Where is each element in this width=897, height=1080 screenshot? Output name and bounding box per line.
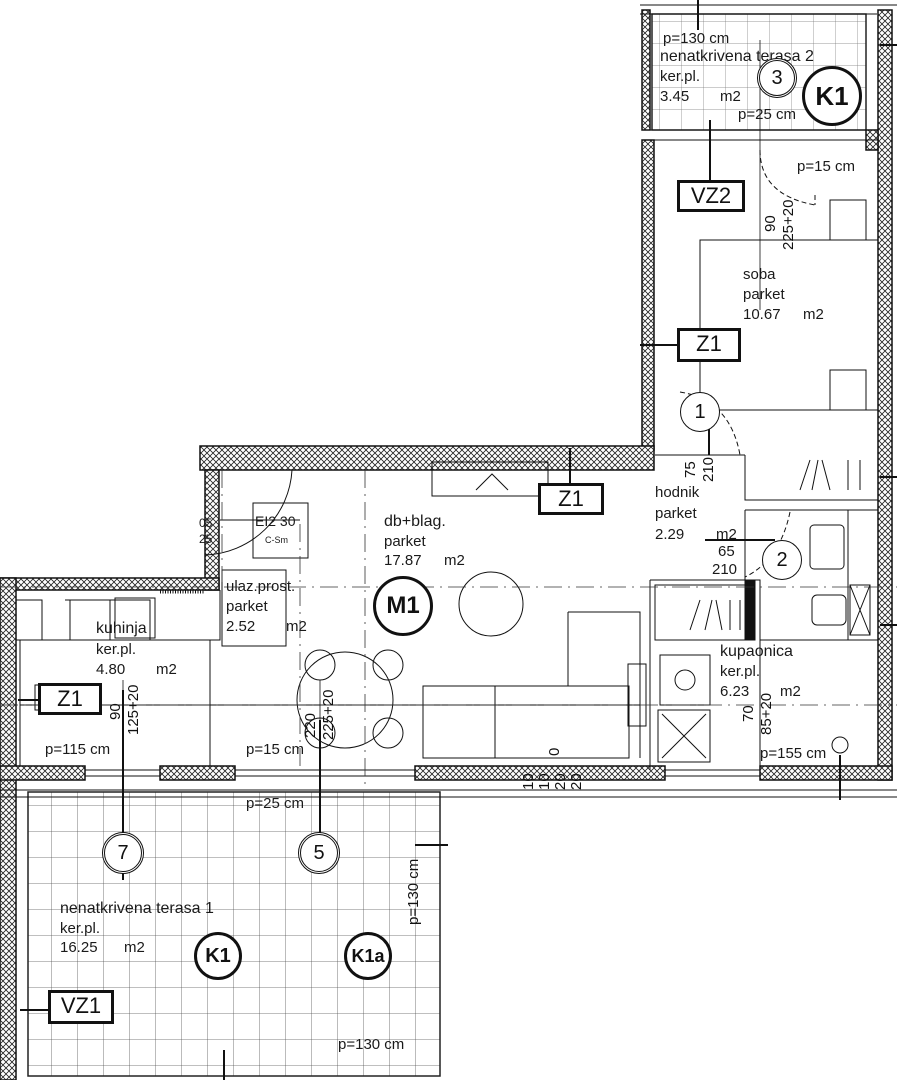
room-area-terasa1: 16.25 <box>60 939 98 956</box>
dim-05: 05 <box>199 516 213 530</box>
room-unit-kuhinja: m2 <box>156 661 177 678</box>
room-unit-dnevni: m2 <box>444 552 465 569</box>
ei-sublabel: C-Sm <box>265 535 288 545</box>
room-floor-soba: parket <box>743 286 785 303</box>
room-floor-terasa2: ker.pl. <box>660 68 701 85</box>
opening-1-marker: 1 <box>680 392 720 432</box>
dim-p15-soba: p=15 cm <box>797 158 855 175</box>
room-name-terasa2: nenatkrivena terasa 2 <box>660 48 814 65</box>
room-name-terasa1: nenatkrivena terasa 1 <box>60 900 214 917</box>
dim-65: 65 <box>718 543 735 560</box>
walls <box>0 9 893 1080</box>
z1-soba-tag: Z1 <box>677 328 741 362</box>
k1-bottom-marker: K1 <box>194 932 242 980</box>
ei-label: EI2 30 <box>255 513 296 529</box>
dim-p155: p=155 cm <box>760 745 827 762</box>
room-name-soba: soba <box>743 266 776 283</box>
room-floor-terasa1: ker.pl. <box>60 920 101 937</box>
room-area-soba: 10.67 <box>743 306 781 323</box>
dim-10-a: 10 <box>520 773 537 790</box>
dim-225-20-soba: 225+20 <box>780 199 797 250</box>
room-floor-kupaonica: ker.pl. <box>720 663 761 680</box>
room-area-kupaonica: 6.23 <box>720 683 750 700</box>
dim-p130-bottom: p=130 cm <box>338 1036 405 1053</box>
dim-20-b: 20 <box>568 773 585 790</box>
room-area-hodnik: 2.29 <box>655 526 685 543</box>
room-floor-hodnik: parket <box>655 505 697 522</box>
room-name-dnevni: db+blag. <box>384 513 446 530</box>
dim-0: 0 <box>546 747 563 756</box>
dim-p115: p=115 cm <box>45 741 111 758</box>
dim-225-20-living: 225+20 <box>320 689 337 740</box>
dim-90-soba: 90 <box>762 215 779 232</box>
dim-p15-living: p=15 cm <box>246 741 304 758</box>
room-unit-soba: m2 <box>803 306 824 323</box>
dim-10-b: 10 <box>536 773 553 790</box>
z1-kitchen-tag: Z1 <box>38 683 102 715</box>
dim-p25-living: p=25 cm <box>246 795 304 812</box>
room-unit-hodnik: m2 <box>716 526 737 543</box>
z1-living-tag: Z1 <box>538 483 604 515</box>
room-floor-dnevni: parket <box>384 533 426 550</box>
opening-7-marker: 7 <box>102 832 144 874</box>
room-unit-kupaonica: m2 <box>780 683 801 700</box>
room-area-kuhinja: 4.80 <box>96 661 126 678</box>
opening-2-marker: 2 <box>762 540 802 580</box>
dim-20-a: 20 <box>552 773 569 790</box>
room-name-ulaz: ulaz.prost. <box>226 578 296 595</box>
room-floor-ulaz: parket <box>226 598 268 615</box>
dim-90-kitchen: 90 <box>107 703 124 720</box>
dim-125-20: 125+20 <box>125 684 142 735</box>
k1a-marker: K1a <box>344 932 392 980</box>
dim-210-a: 210 <box>700 456 717 482</box>
room-floor-kuhinja: ker.pl. <box>96 641 137 658</box>
dim-p130-side: p=130 cm <box>405 858 422 925</box>
opening-3-marker: 3 <box>757 58 797 98</box>
room-unit-ulaz: m2 <box>286 618 307 635</box>
room-unit-terasa1: m2 <box>124 939 145 956</box>
m1-marker: M1 <box>373 576 433 636</box>
room-area-terasa2: 3.45 <box>660 88 690 105</box>
dim-220: 220 <box>302 712 319 738</box>
room-name-kupaonica: kupaonica <box>720 643 793 660</box>
room-name-kuhinja: kuhinja <box>96 620 147 637</box>
room-name-hodnik: hodnik <box>655 484 700 501</box>
dim-210-b: 210 <box>712 561 738 578</box>
dim-70: 70 <box>740 705 757 722</box>
room-unit-terasa2: m2 <box>720 88 741 105</box>
opening-5-marker: 5 <box>298 832 340 874</box>
vz1-tag: VZ1 <box>48 990 114 1024</box>
dim-p130-top: p=130 cm <box>663 30 730 47</box>
dim-85-20: 85+20 <box>758 692 775 735</box>
dim-75: 75 <box>682 461 699 478</box>
dim-25: 25 <box>199 532 213 546</box>
dim-p25-top: p=25 cm <box>738 106 796 123</box>
vz2-tag: VZ2 <box>677 180 745 212</box>
k1-top-marker: K1 <box>802 66 862 126</box>
room-area-dnevni: 17.87 <box>384 552 422 569</box>
room-area-ulaz: 2.52 <box>226 618 256 635</box>
